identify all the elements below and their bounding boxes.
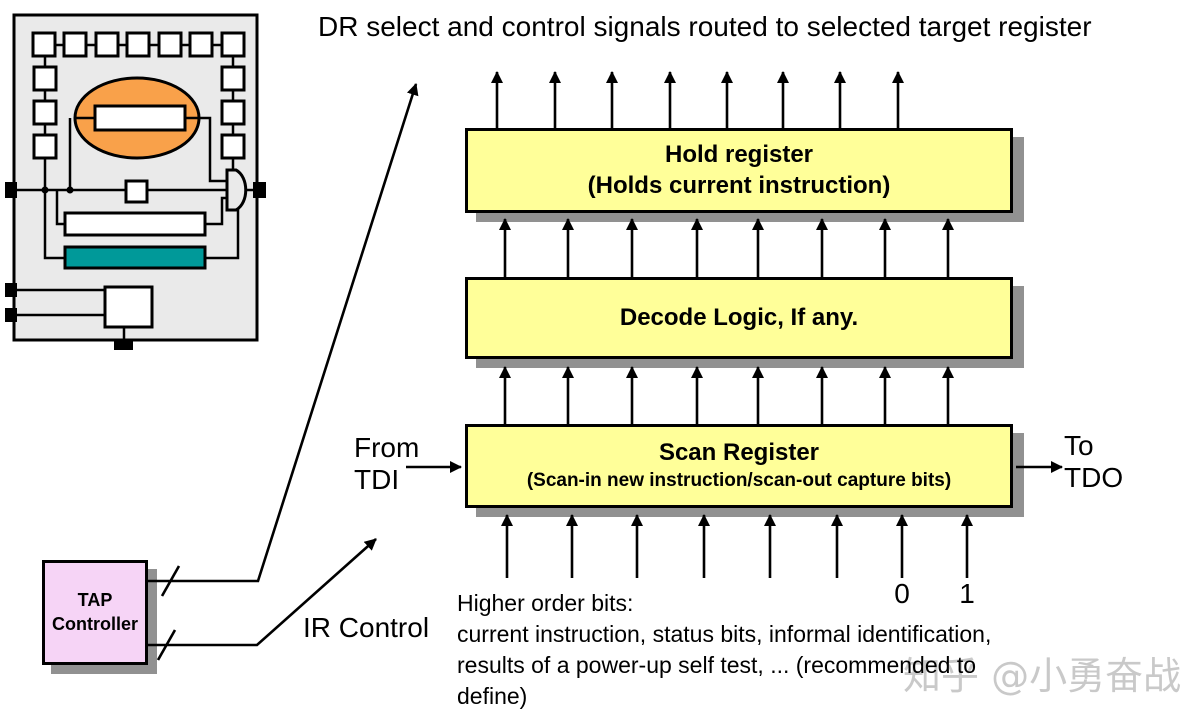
scan-register-box: Scan Register (Scan-in new instruction/s… (465, 424, 1013, 508)
higher-order-bits-note: Higher order bits: current instruction, … (457, 588, 991, 712)
bus-width-slash-1 (160, 565, 181, 597)
slide-title: DR select and control signals routed to … (318, 11, 1092, 42)
decode-to-hold-arrows (499, 218, 954, 277)
tap-controller-box: TAP Controller (42, 560, 148, 665)
decode-logic-box: Decode Logic, If any. (465, 277, 1013, 359)
to-tdo-line1: To (1064, 430, 1094, 461)
note-line-4: define) (457, 683, 528, 709)
capture-bits-up-arrows (501, 514, 973, 578)
to-tdo-line2: TDO (1064, 462, 1124, 494)
tap-controller-label-line2: Controller (51, 613, 138, 634)
note-line-2: current instruction, status bits, inform… (457, 621, 992, 647)
note-line-3: results of a power-up self test, ... (re… (457, 652, 977, 678)
dr-select-up-arrows (491, 71, 904, 128)
jtag-chip-architecture-icon (5, 13, 266, 350)
tap-controller-square (103, 285, 154, 329)
hold-register-box: Hold register (Holds current instruction… (465, 128, 1013, 213)
scan-register-title: Scan Register (658, 439, 820, 467)
from-tdi-line1: From (354, 432, 420, 463)
bypass-register (124, 179, 149, 204)
bus-width-slash-2 (156, 629, 177, 661)
tdo-mux (225, 168, 248, 212)
data-register (63, 211, 207, 237)
from-tdi-line2: TDI (354, 464, 400, 496)
instruction-register-bar (63, 245, 207, 270)
hold-register-title: Hold register (664, 140, 814, 168)
core-register (93, 104, 187, 132)
tap-controller-label-line1: TAP (77, 590, 113, 611)
hold-register-subtitle: (Holds current instruction) (587, 171, 891, 199)
scan-to-decode-arrows (499, 366, 954, 424)
watermark: 知乎 @小勇奋战 (903, 654, 1182, 698)
scan-register-subtitle: (Scan-in new instruction/scan-out captur… (526, 470, 952, 492)
ir-control-label: IR Control (303, 612, 430, 643)
bit0-label: 0 (894, 578, 910, 609)
wire-junctions (41, 186, 74, 194)
decode-logic-title: Decode Logic, If any. (619, 303, 859, 331)
note-line-1: Higher order bits: (457, 590, 634, 616)
to-tdo-label: To TDO (1064, 430, 1123, 494)
from-tdi-label: From TDI (354, 432, 419, 496)
bit1-label: 1 (959, 578, 975, 609)
